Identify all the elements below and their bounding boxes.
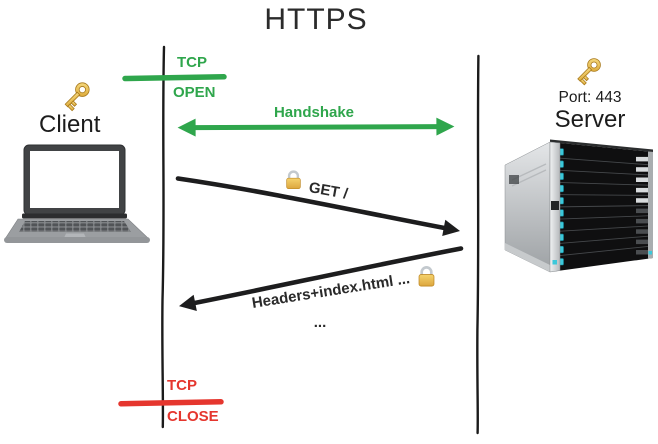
tcp-open-line — [122, 74, 227, 82]
tcp-close-line — [118, 399, 224, 407]
tcp-close-label-line2: CLOSE — [167, 408, 219, 425]
page-title: HTTPS — [264, 3, 368, 36]
lock-icon — [286, 170, 301, 190]
client-label: Client — [39, 111, 101, 138]
get-arrow — [175, 176, 461, 237]
tcp-close-label-line1: TCP — [167, 377, 197, 394]
handshake-label: Handshake — [273, 104, 355, 121]
tcp-open-label-line1: TCP — [177, 54, 207, 71]
key-icon — [577, 58, 601, 86]
handshake-arrow — [177, 117, 455, 137]
server-lifeline — [476, 54, 480, 435]
server-rack-illustration — [504, 139, 654, 273]
tcp-open-label-line2: OPEN — [173, 84, 216, 101]
lock-icon — [418, 266, 435, 287]
response-arrow — [179, 246, 464, 311]
key-icon — [64, 82, 90, 112]
continuation-ellipsis: ... — [313, 314, 327, 331]
server-port-label: Port: 443 — [558, 89, 622, 106]
server-label: Server — [554, 106, 626, 133]
client-lifeline — [161, 45, 166, 429]
laptop-illustration — [4, 144, 150, 243]
